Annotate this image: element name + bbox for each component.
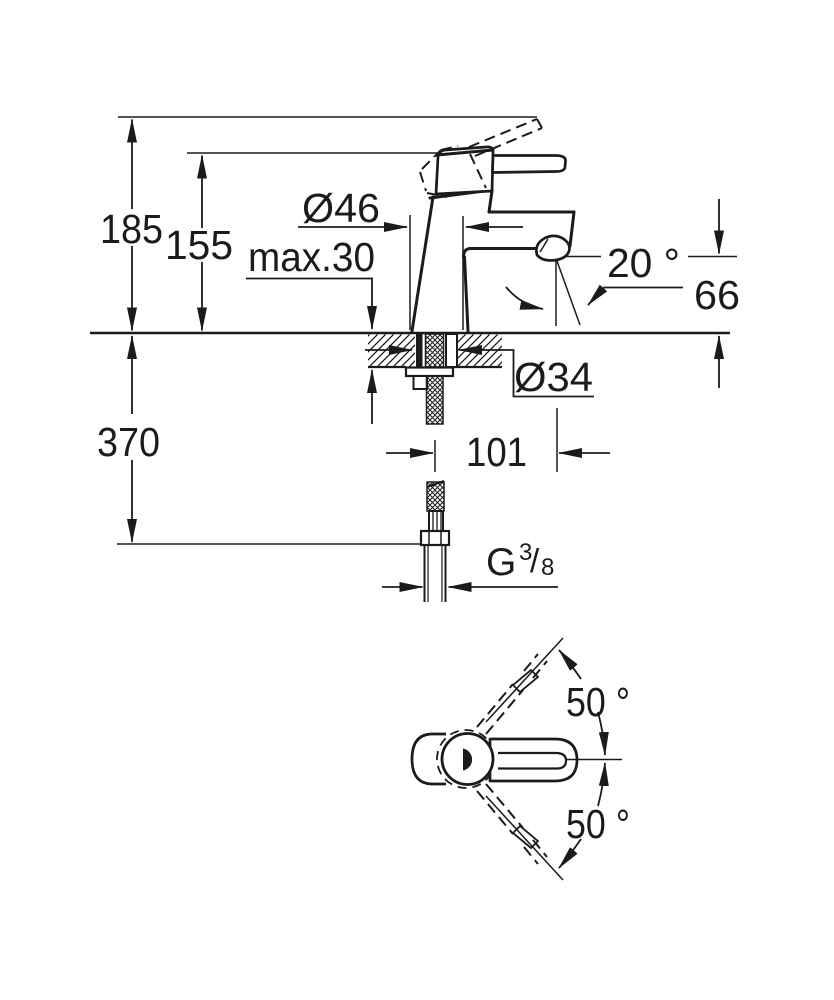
handle-lever (491, 154, 567, 174)
thread-g: G (486, 541, 516, 584)
hex-nut-facets (428, 531, 442, 545)
lever-swing-dashed (476, 637, 564, 881)
lever-break-mark-up (511, 668, 540, 694)
label-total-height: 185 (100, 206, 163, 252)
label-spout-reach: 101 (466, 429, 527, 475)
lever-top-view (488, 737, 579, 783)
body-left-edge (410, 195, 435, 333)
swing-ext-line-down (485, 795, 564, 881)
label-spout-angle: 20 ° (607, 240, 680, 286)
thread-numerator: 3 (519, 539, 532, 566)
thread-slash: / (530, 542, 540, 579)
counter-section (368, 333, 502, 425)
lever-break-mark-down (511, 824, 540, 850)
dim-34-leader (458, 345, 594, 398)
reference-lines (90, 116, 737, 545)
mounting-nut (412, 375, 428, 390)
cartridge-mark (463, 748, 473, 771)
dim-20deg-leader (587, 284, 683, 306)
aerator (535, 234, 571, 262)
dimension-labels: 185 155 370 Ø46 max.30 20 ° 66 Ø34 101 G… (97, 185, 740, 847)
mounting-stud (416, 334, 423, 367)
dim-50-lower-arc-a (558, 838, 582, 869)
thread-denominator: 8 (541, 554, 554, 581)
label-max-thickness: max.30 (248, 234, 375, 280)
aerator-crease (539, 238, 549, 253)
dim-50-upper-arc-a (558, 649, 582, 680)
lever-slot (498, 751, 568, 770)
body-right-edge (463, 255, 470, 333)
swing-arc-20deg (505, 286, 544, 310)
shank-tube (445, 333, 458, 368)
flex-hose-upper (425, 375, 444, 425)
dashed-lever-tip (536, 118, 543, 129)
dimensions (127, 118, 724, 869)
stream-angled-line (556, 260, 581, 326)
label-lever-height: 155 (165, 222, 233, 268)
supply-hose-in-hole (424, 333, 445, 368)
dim-50-lower-arc-b (597, 762, 609, 807)
body-step (487, 189, 494, 214)
dim-max30-leader (246, 277, 377, 330)
hose-break-edge (426, 480, 445, 488)
spout-right-edge (568, 210, 576, 248)
handle-raised-dashed (419, 118, 543, 198)
dashed-lever-bottom (474, 127, 543, 157)
thread-tube-inner (427, 545, 443, 602)
faucet-top-view (410, 637, 622, 881)
label-hose-length: 370 (97, 419, 160, 465)
connection-hex-nut (419, 529, 451, 547)
label-outlet-height: 66 (694, 272, 740, 318)
mounting-washer (404, 366, 455, 378)
label-swing-upper: 50 ° (566, 679, 630, 725)
spout-bottom-edge (462, 247, 539, 259)
collar-ribs (432, 511, 442, 531)
dashed-lever-top (468, 118, 538, 148)
dim-50-upper-arc-b (597, 711, 609, 756)
thread-tube-walls (423, 545, 447, 602)
label-thread-size: G 3 / 8 (486, 539, 554, 584)
label-hole-diameter: Ø34 (514, 354, 593, 400)
cap-top-edge (435, 148, 495, 157)
faucet-side-view (410, 118, 576, 333)
lower-hose-assembly (419, 480, 451, 602)
swing-ext-line-up (485, 637, 564, 723)
dashed-cap-outline (419, 145, 487, 198)
spout-top-view (410, 732, 446, 786)
label-body-diameter: Ø46 (302, 185, 380, 231)
label-swing-lower: 50 ° (566, 801, 630, 847)
